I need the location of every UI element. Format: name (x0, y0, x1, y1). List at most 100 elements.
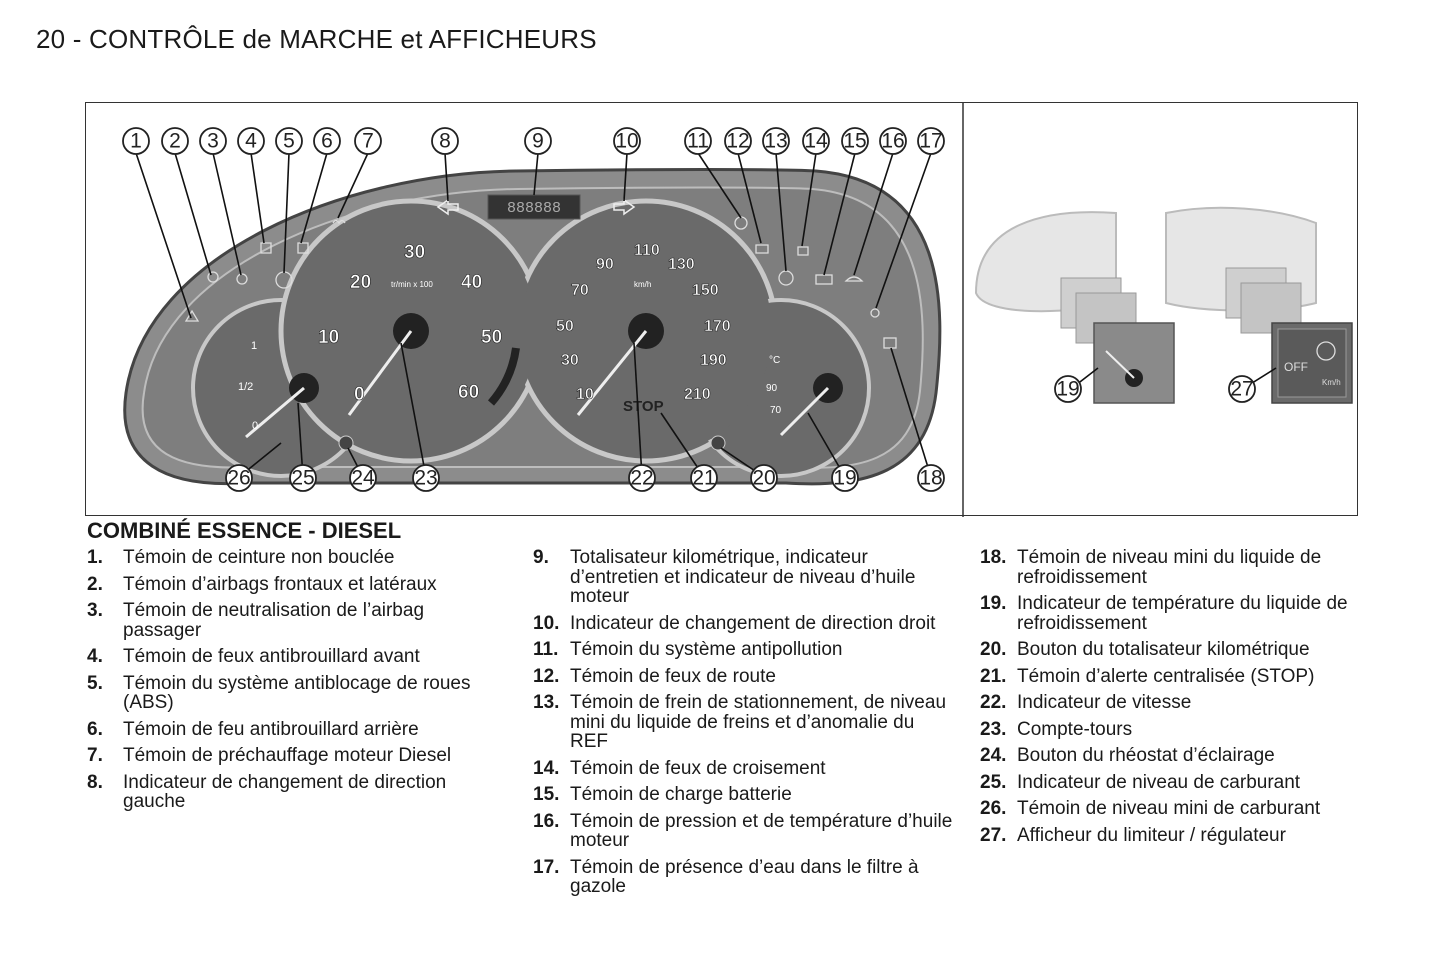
legend-number: 21. (980, 665, 1007, 687)
legend-number: 20. (980, 639, 1007, 660)
legend-item: 15.Témoin de charge batterie (533, 785, 953, 805)
airbag-warning-icon (207, 271, 219, 283)
legend-text: Indicateur de température du liquide de … (1017, 593, 1348, 634)
callout-25: 25 (289, 464, 317, 492)
callout-17: 17 (917, 127, 945, 155)
callout-21: 21 (690, 464, 718, 492)
legend-item: 16.Témoin de pression et de température … (533, 811, 953, 851)
svg-text:9: 9 (532, 130, 544, 153)
speed-label-210: 210 (684, 386, 711, 403)
section-title: COMBINÉ ESSENCE - DIESEL (87, 518, 402, 543)
callout-26: 26 (225, 464, 253, 492)
svg-text:26: 26 (227, 467, 250, 490)
svg-text:7: 7 (362, 130, 374, 153)
legend-item: 14.Témoin de feux de croisement (533, 757, 953, 779)
legend-number: 3. (87, 600, 103, 621)
temp-label-90: 90 (766, 383, 778, 394)
legend-number: 6. (87, 718, 103, 740)
svg-text:2: 2 (169, 130, 181, 153)
limiter-off-label: OFF (1284, 360, 1308, 374)
legend-item: 26.Témoin de niveau mini de carburant (980, 799, 1400, 819)
legend-item: 23. Compte-tours (980, 718, 1400, 740)
svg-text:27: 27 (1230, 378, 1253, 401)
legend-column-1: 1.Témoin de ceinture non bouclée 2.Témoi… (87, 548, 507, 819)
legend-text: Indicateur de changement de direction ga… (123, 771, 447, 812)
instrument-cluster-figure: 10 20 30 40 50 60 0 tr/min x 100 10 30 5… (85, 102, 1358, 517)
legend-item: 2.Témoin d’airbags frontaux et latéraux (87, 573, 507, 595)
svg-text:1: 1 (130, 130, 142, 153)
callout-2: 2 (161, 127, 189, 155)
legend-item: 8.Indicateur de changement de direction … (87, 771, 507, 812)
legend-number: 24. (980, 745, 1007, 766)
callout-16: 16 (879, 127, 907, 155)
callout-9: 9 (524, 127, 552, 155)
legend-text: Témoin d’alerte centralisée (STOP) (1017, 665, 1315, 687)
legend-number: 4. (87, 646, 103, 667)
legend-item: 7.Témoin de préchauffage moteur Diesel (87, 746, 507, 766)
callout-3: 3 (199, 127, 227, 155)
svg-text:21: 21 (692, 467, 715, 490)
tach-label-50: 50 (481, 327, 502, 348)
legend-number: 10. (533, 612, 560, 634)
svg-text:8: 8 (439, 130, 451, 153)
legend-text: Témoin de neutralisation de l’airbag pas… (123, 600, 425, 641)
legend-number: 19. (980, 593, 1007, 614)
svg-text:12: 12 (726, 130, 749, 153)
callout-18: 18 (917, 464, 945, 492)
callout-8: 8 (431, 127, 459, 155)
legend-number: 22. (980, 692, 1007, 713)
legend-item: 21. Témoin d’alerte centralisée (STOP) (980, 665, 1400, 687)
legend-text: Témoin de présence d’eau dans le filtre … (570, 856, 919, 897)
svg-text:3: 3 (207, 130, 219, 153)
speed-limiter-icon (1316, 341, 1336, 361)
legend-number: 13. (533, 692, 560, 713)
legend-text: Compte-tours (1017, 718, 1133, 740)
inset-callout-19: 19 (1054, 375, 1082, 403)
legend-item: 25.Indicateur de niveau de carburant (980, 771, 1400, 793)
svg-text:25: 25 (291, 467, 314, 490)
legend-number: 1. (87, 547, 103, 568)
tach-label-60: 60 (458, 382, 479, 403)
legend-item: 3. Témoin de neutralisation de l’airbag p… (87, 601, 507, 640)
rear-fog-icon (297, 242, 309, 254)
callout-1: 1 (122, 127, 150, 155)
low-beam-icon (797, 246, 809, 256)
callout-5: 5 (275, 127, 303, 155)
tach-label-30: 30 (404, 242, 425, 263)
legend-number: 18. (980, 547, 1007, 568)
legend-text: Afficheur du limiteur / régulateur (1017, 824, 1286, 846)
svg-text:24: 24 (351, 467, 375, 490)
legend-text: Témoin de charge batterie (570, 784, 792, 805)
legend-number: 14. (533, 757, 560, 779)
legend-number: 2. (87, 573, 103, 595)
svg-text:5: 5 (283, 130, 295, 153)
svg-text:19: 19 (833, 467, 856, 490)
legend-item: 18.Témoin de niveau mini du liquide de r… (980, 548, 1400, 587)
legend-number: 11. (533, 639, 559, 660)
legend-number: 26. (980, 798, 1007, 819)
legend-item: 27.Afficheur du limiteur / régulateur (980, 824, 1400, 846)
legend-number: 23. (980, 718, 1007, 740)
fuel-label-empty: 0 (252, 420, 258, 432)
callout-13: 13 (762, 127, 790, 155)
legend-text: Témoin de frein de stationnement, de niv… (570, 692, 947, 752)
legend-item: 24.Bouton du rhéostat d’éclairage (980, 746, 1400, 766)
fuel-label-full: 1 (251, 340, 257, 352)
speed-label-190: 190 (700, 352, 727, 369)
callout-23: 23 (412, 464, 440, 492)
legend-number: 17. (533, 856, 560, 878)
tach-label-10: 10 (318, 327, 339, 348)
callout-22: 22 (628, 464, 656, 492)
legend-number: 9. (533, 547, 549, 568)
seatbelt-warning-icon (184, 309, 200, 322)
legend-item: 22. Indicateur de vitesse (980, 693, 1400, 713)
front-fog-icon (260, 242, 272, 254)
stop-warning-label: STOP (623, 398, 664, 415)
legend-number: 25. (980, 771, 1007, 793)
legend-text: Témoin de feux de route (570, 665, 776, 687)
svg-text:15: 15 (843, 130, 866, 153)
legend-text: Indicateur de vitesse (1017, 692, 1192, 713)
svg-text:11: 11 (687, 130, 709, 153)
legend-item: 9.Totalisateur kilométrique, indicateur … (533, 548, 953, 607)
callout-20: 20 (750, 464, 778, 492)
